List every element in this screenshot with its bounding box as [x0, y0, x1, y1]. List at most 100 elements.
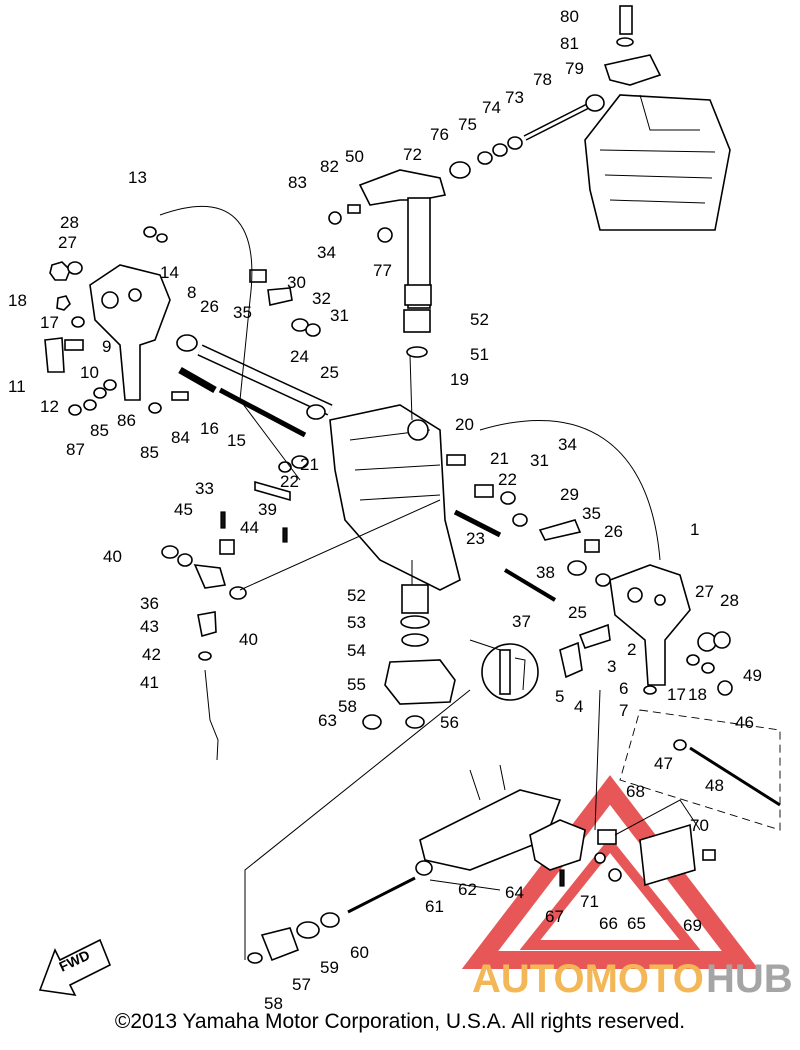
callout-number: 87: [66, 440, 85, 459]
callout-number: 58: [338, 697, 357, 716]
callout-number: 73: [505, 88, 524, 107]
callout-number: 61: [425, 897, 444, 916]
callout-number: 71: [580, 892, 599, 911]
callout-number: 35: [582, 504, 601, 523]
callout-number: 67: [545, 907, 564, 926]
right-side-parts: [446, 454, 733, 696]
callout-number: 16: [200, 419, 219, 438]
callout-number: 83: [288, 173, 307, 192]
callout-number: 38: [536, 563, 555, 582]
callout-number: 10: [80, 363, 99, 382]
callout-number: 1: [690, 520, 699, 539]
callout-number: 43: [140, 617, 159, 636]
callout-number: 25: [568, 603, 587, 622]
watermark-logo: AUTOMOTO HUB: [461, 775, 793, 1001]
callout-number: 17: [40, 313, 59, 332]
callout-number: 17: [667, 685, 686, 704]
callout-number: 69: [683, 916, 702, 935]
callout-number: 84: [171, 428, 190, 447]
callout-number: 65: [627, 914, 646, 933]
callout-number: 57: [292, 975, 311, 994]
callout-number: 44: [240, 518, 259, 537]
callout-number: 26: [200, 297, 219, 316]
callout-number: 72: [403, 145, 422, 164]
callout-number: 21: [300, 455, 319, 474]
callout-number: 85: [90, 421, 109, 440]
callout-number: 15: [227, 431, 246, 450]
callout-number: 9: [102, 337, 111, 356]
copyright-notice: ©2013 Yamaha Motor Corporation, U.S.A. A…: [114, 1010, 686, 1033]
callout-number: 34: [317, 243, 336, 262]
swivel-bracket: [329, 404, 461, 591]
callout-number: 55: [347, 675, 366, 694]
callout-number: 26: [604, 522, 623, 541]
callout-number: 27: [58, 233, 77, 252]
callout-number: 22: [280, 472, 299, 491]
callout-number: 5: [555, 687, 564, 706]
callout-number: 2: [627, 640, 636, 659]
callout-number: 51: [470, 345, 489, 364]
callout-number: 63: [318, 711, 337, 730]
callout-number: 11: [8, 377, 26, 396]
clamp-bracket-right: [559, 564, 691, 686]
callout-number: 68: [626, 782, 645, 801]
callout-number: 79: [565, 59, 584, 78]
callout-number: 31: [530, 451, 549, 470]
callout-number: 82: [320, 157, 339, 176]
callout-number: 12: [40, 397, 59, 416]
tilt-lever-box: [619, 709, 781, 831]
callout-number: 49: [743, 666, 762, 685]
callout-number: 85: [140, 443, 159, 462]
callout-number: 37: [512, 612, 531, 631]
callout-number: 20: [455, 415, 474, 434]
callout-number: 8: [187, 283, 196, 302]
callout-number: 74: [482, 98, 501, 117]
callout-number: 4: [574, 697, 583, 716]
callout-number: 29: [560, 485, 579, 504]
callout-number: 28: [720, 591, 739, 610]
callout-number: 81: [560, 34, 579, 53]
callout-number: 59: [320, 958, 339, 977]
callout-number: 52: [347, 586, 366, 605]
callout-number: 34: [558, 435, 577, 454]
callout-number: 24: [290, 347, 309, 366]
callout-number: 33: [195, 479, 214, 498]
callout-number: 28: [60, 213, 79, 232]
callout-number: 80: [560, 7, 579, 26]
callout-number: 18: [8, 291, 27, 310]
clamp-bracket-left: [44, 264, 171, 401]
lower-steering-parts: [362, 584, 539, 730]
callout-number: 3: [607, 657, 616, 676]
callout-number: 13: [128, 168, 147, 187]
callout-number: 86: [117, 411, 136, 430]
callout-number: 78: [533, 70, 552, 89]
callout-number: 70: [690, 816, 709, 835]
callout-number: 21: [490, 449, 509, 468]
tilt-shaft: [178, 344, 333, 438]
callout-number: 23: [466, 529, 485, 548]
steering-arm: [358, 169, 447, 358]
callout-number: 56: [440, 713, 459, 732]
callout-number: 32: [312, 289, 331, 308]
callout-number: 41: [140, 673, 159, 692]
callout-number: 36: [140, 594, 159, 613]
callout-number: 18: [688, 685, 707, 704]
callout-number: 54: [347, 641, 366, 660]
callout-number: 7: [619, 701, 628, 720]
callout-number: 40: [103, 547, 122, 566]
lower-unit-illustration: [419, 764, 586, 871]
watermark-text-2: HUB: [706, 957, 793, 1001]
engine-cowling-illustration: [584, 94, 731, 231]
watermark-text-1: AUTOMOTO: [472, 957, 704, 1001]
callout-number: 25: [320, 363, 339, 382]
callout-number: 22: [498, 470, 517, 489]
callout-number: 52: [470, 310, 489, 329]
callout-number: 45: [174, 500, 193, 519]
tilt-lock-parts: [161, 480, 291, 761]
fwd-arrow: FWD: [38, 938, 112, 997]
callout-number: 35: [233, 303, 252, 322]
callout-number: 58: [264, 994, 283, 1013]
